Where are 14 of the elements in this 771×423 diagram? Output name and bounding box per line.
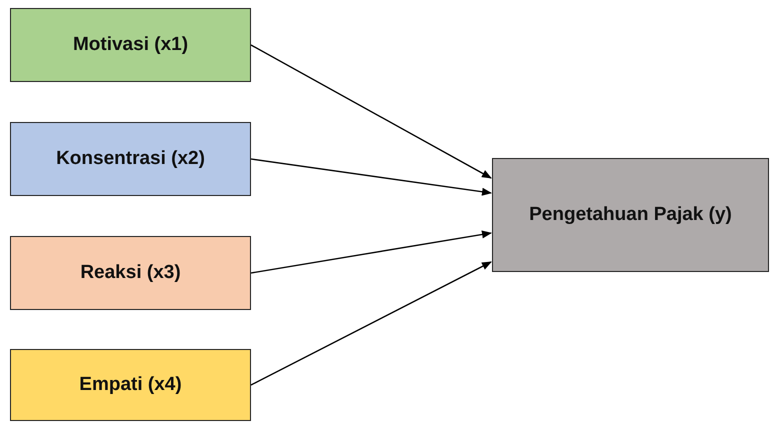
- variable-label: Motivasi (x1): [72, 34, 188, 56]
- arrow: [250, 261, 492, 386]
- variable-label: Empati (x4): [79, 374, 182, 396]
- variable-box: [10, 8, 251, 82]
- variable-label: Reaksi (x3): [80, 262, 181, 284]
- variable-label: Konsentrasi (x2): [56, 148, 205, 170]
- variable-box: [10, 236, 251, 310]
- variable-box: [492, 158, 769, 272]
- arrow: [250, 44, 492, 179]
- variable-label: Pengetahuan Pajak (y): [529, 204, 732, 226]
- arrow: [250, 230, 492, 274]
- arrow: [250, 158, 492, 196]
- variable-box: [10, 122, 251, 196]
- variable-box: [10, 349, 251, 421]
